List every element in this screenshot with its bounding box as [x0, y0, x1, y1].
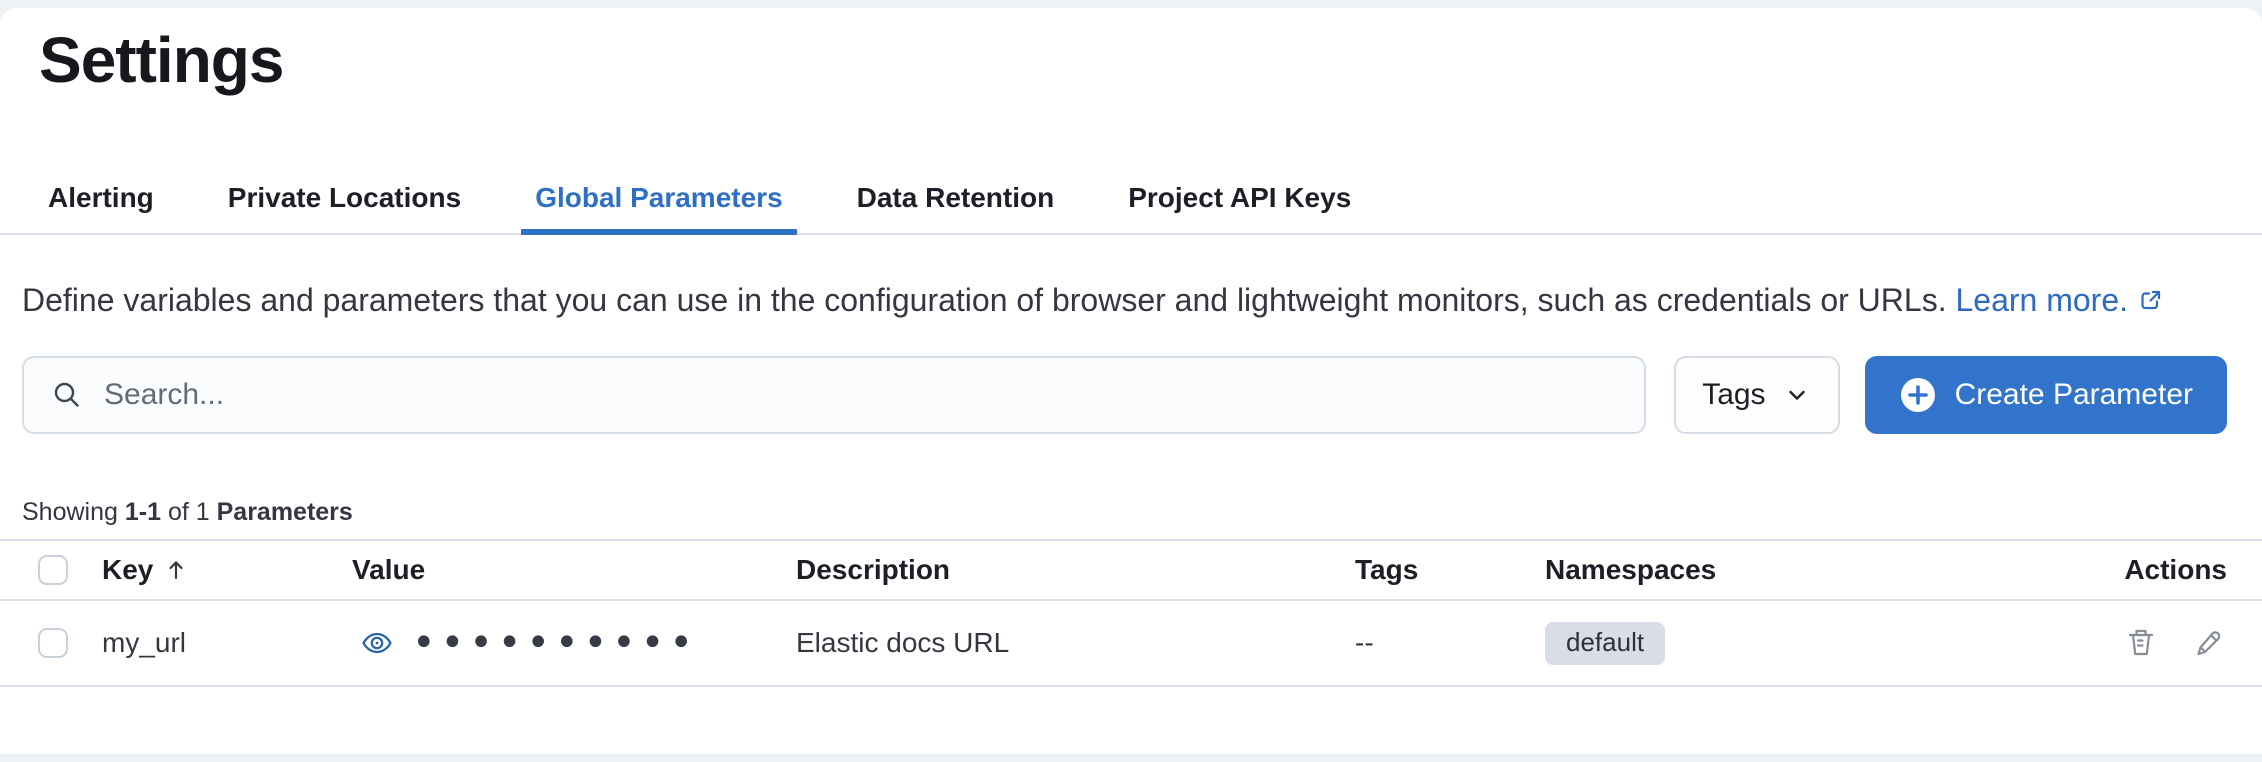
sort-ascending-arrow-icon [169, 561, 183, 580]
reveal-value-button[interactable] [360, 626, 394, 660]
page-description: Define variables and parameters that you… [22, 277, 2222, 324]
column-header-key-label: Key [102, 554, 154, 585]
chevron-down-icon [1788, 390, 1805, 400]
page-title: Settings [39, 24, 284, 96]
row-checkbox[interactable] [38, 628, 68, 658]
cell-description: Elastic docs URL [796, 627, 1010, 658]
create-parameter-label: Create Parameter [1954, 378, 2193, 411]
tags-filter-button[interactable]: Tags [1674, 356, 1840, 434]
pencil-icon [2197, 631, 2221, 656]
summary-prefix: Showing [22, 498, 118, 526]
search-box[interactable] [22, 356, 1647, 434]
summary-entity: Parameters [216, 498, 353, 526]
tab-data-retention[interactable]: Data Retention [856, 182, 1055, 213]
cell-tags: -- [1355, 627, 1374, 658]
namespace-badge: default [1545, 621, 1666, 665]
cell-namespaces: default [1545, 621, 1945, 665]
cell-value: •••••••••• [352, 620, 796, 666]
column-header-description: Description [796, 554, 951, 585]
tab-global-parameters[interactable]: Global Parameters [521, 181, 798, 235]
results-summary: Showing 1-1 of 1 Parameters [22, 498, 2262, 527]
delete-parameter-button[interactable] [2123, 625, 2159, 661]
column-header-namespaces: Namespaces [1545, 554, 1717, 585]
summary-middle: of 1 [167, 498, 210, 526]
column-header-key[interactable]: Key [102, 554, 352, 586]
tab-private-locations[interactable]: Private Locations [227, 182, 462, 213]
tab-project-api-keys[interactable]: Project API Keys [1128, 182, 1352, 213]
summary-range: 1-1 [124, 498, 161, 526]
settings-page-panel: Settings Alerting Private Locations Glob… [0, 8, 2262, 754]
description-text: Define variables and parameters that you… [22, 282, 1947, 318]
create-parameter-button[interactable]: Create Parameter [1864, 356, 2227, 434]
trash-icon [2128, 629, 2154, 656]
column-header-value: Value [352, 554, 426, 585]
magnifier-icon [54, 382, 79, 407]
eye-icon [362, 632, 392, 654]
select-all-checkbox[interactable] [38, 555, 68, 585]
search-input[interactable] [104, 378, 1625, 412]
cell-actions [1945, 625, 2227, 661]
plus-in-circle-icon [1900, 378, 1935, 412]
table-header-row: Key Value Description Tags Namespaces Ac… [0, 539, 2262, 601]
edit-parameter-button[interactable] [2191, 625, 2227, 661]
column-header-actions: Actions [2124, 554, 2227, 585]
table-row: my_url •••••••••• Elastic docs URL -- de… [0, 601, 2262, 687]
learn-more-label: Learn more. [1955, 282, 2128, 318]
parameters-toolbar: Tags Create Parameter [22, 356, 2227, 434]
cell-key: my_url [102, 627, 187, 658]
column-header-tags: Tags [1355, 554, 1419, 585]
tab-alerting[interactable]: Alerting [48, 182, 154, 213]
popout-external-link-icon [2141, 290, 2161, 310]
settings-tab-bar: Alerting Private Locations Global Parame… [0, 181, 2262, 235]
tags-filter-label: Tags [1702, 378, 1766, 411]
learn-more-link[interactable]: Learn more. [1955, 282, 2164, 318]
parameters-table: Key Value Description Tags Namespaces Ac… [0, 539, 2262, 687]
masked-value: •••••••••• [412, 620, 698, 666]
